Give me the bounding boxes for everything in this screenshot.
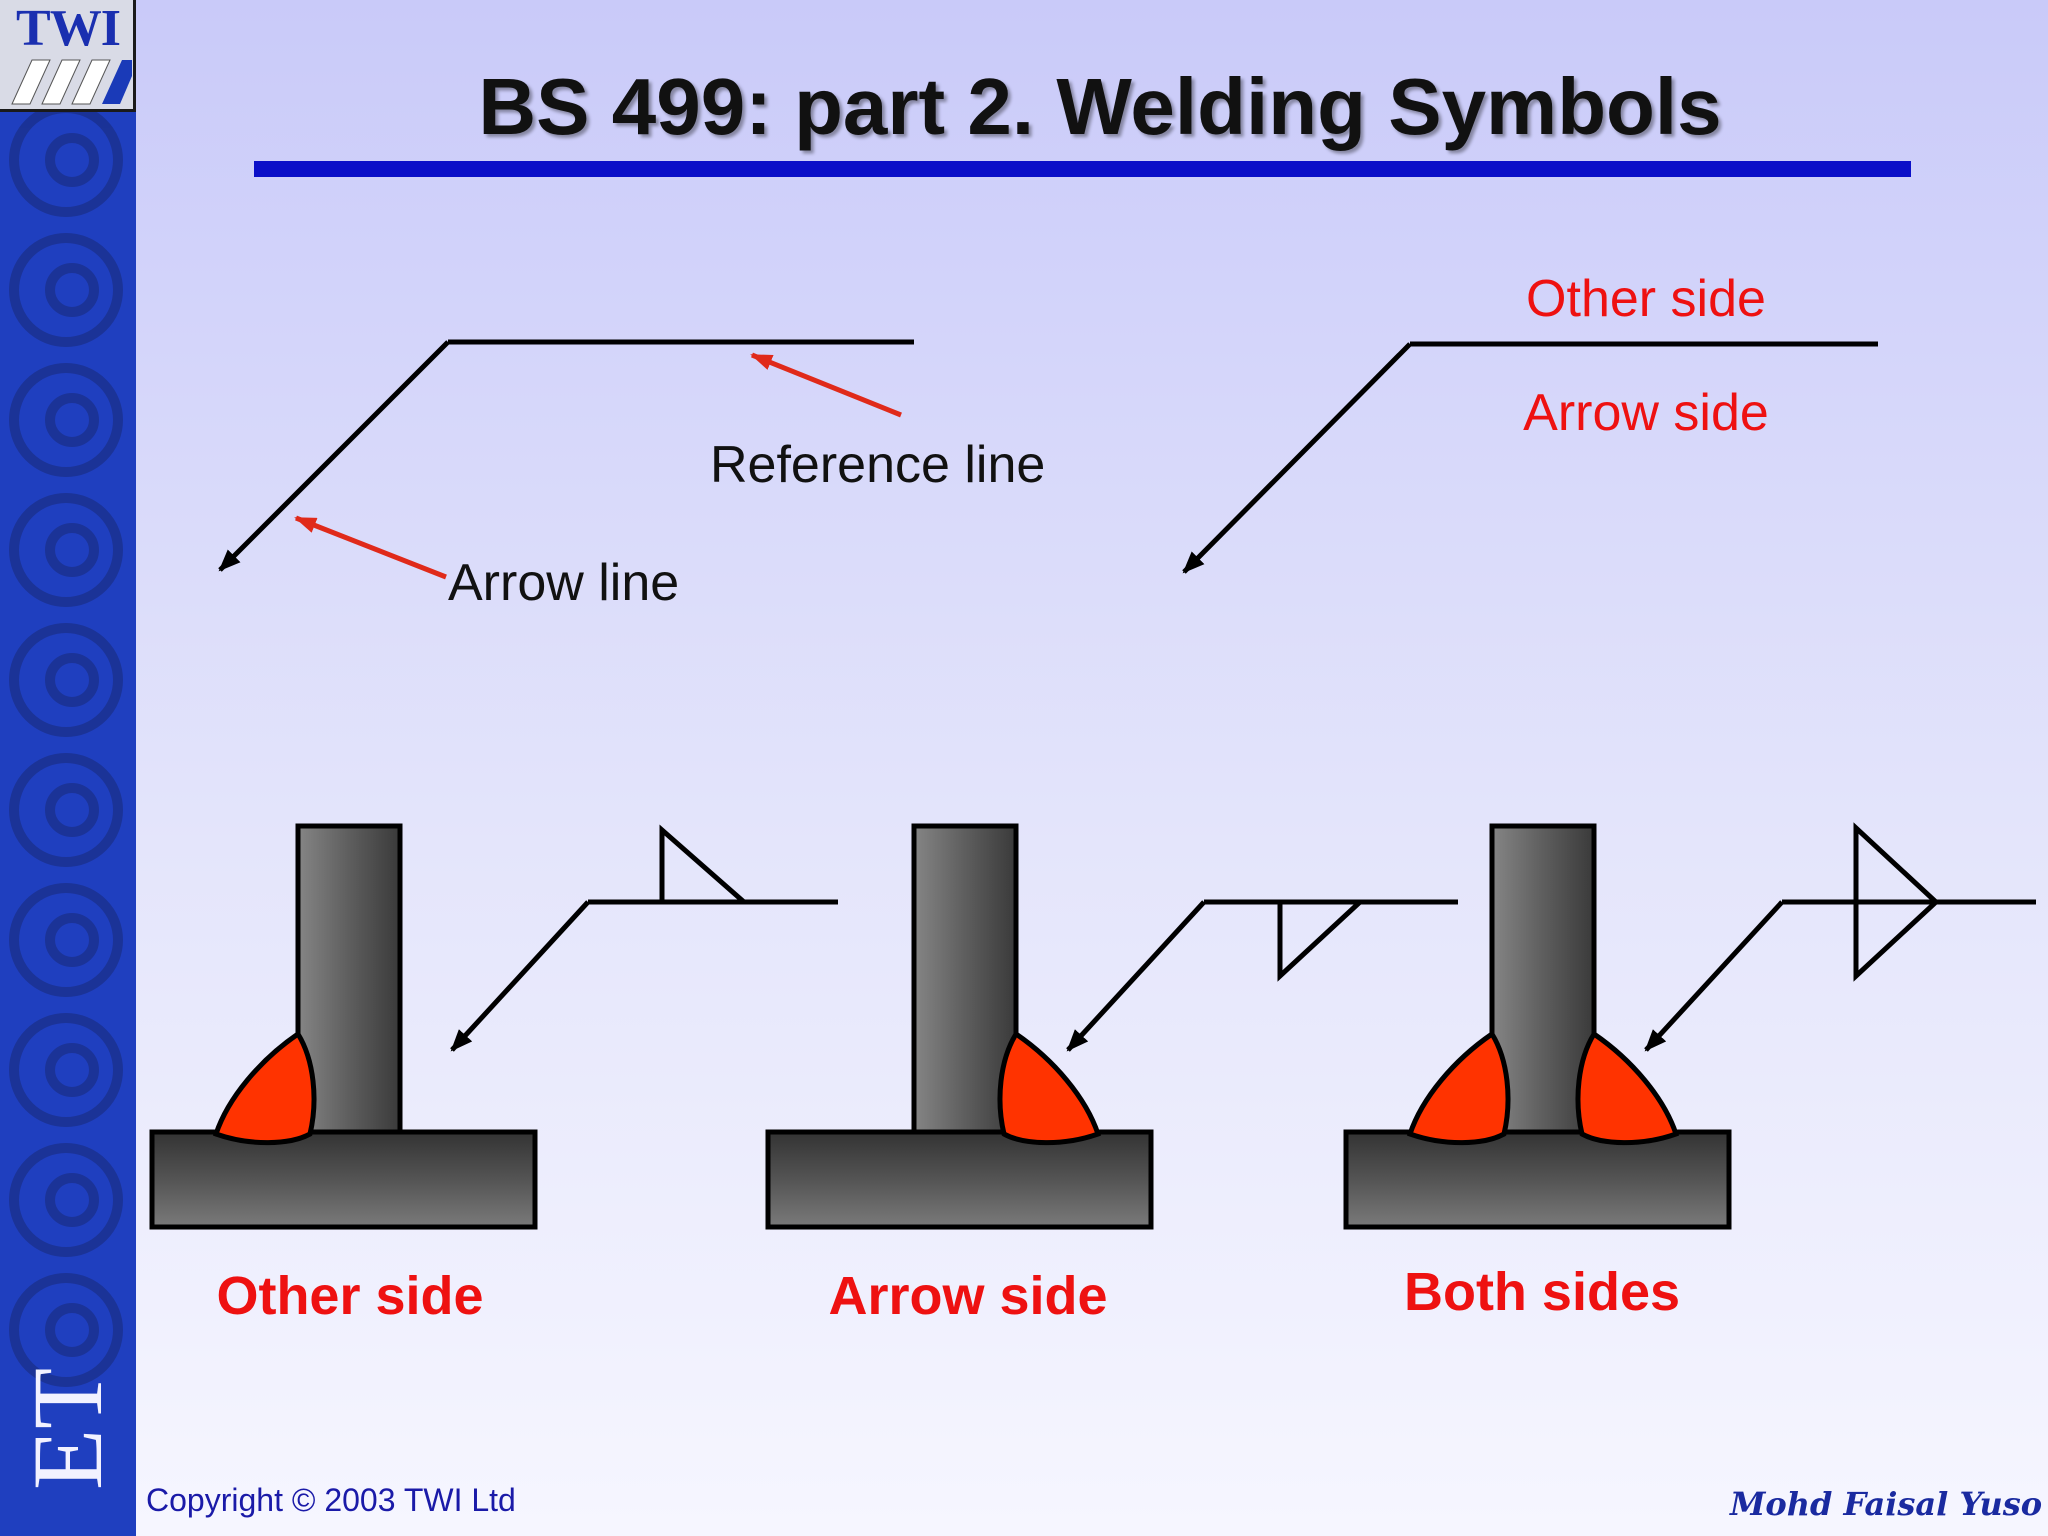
- side-convention-diagram: Other side Arrow side: [1182, 270, 1878, 574]
- arrow-side-label: Arrow side: [1523, 384, 1769, 442]
- fillet-symbol-both: [1853, 822, 1940, 982]
- fillet-weld-left: [1406, 1030, 1511, 1146]
- fillet-weld-arrow-side: [997, 1030, 1102, 1146]
- convention-arrow-line: [1182, 342, 1412, 574]
- base-plate: [765, 1129, 1154, 1230]
- other-side-label: Other side: [1526, 270, 1766, 328]
- fillet-weld-right: [1575, 1030, 1680, 1146]
- base-plate: [1343, 1129, 1732, 1230]
- fillet-weld-other-side: [212, 1030, 317, 1146]
- caption-arrow-side: Arrow side: [828, 1266, 1108, 1326]
- sidebar-pattern: [9, 103, 123, 1387]
- twi-logo: TWI: [0, 0, 136, 112]
- author-signature: Mohd Faisal Yuso: [1730, 1485, 2043, 1523]
- symbol-arrow-line: [1644, 900, 1784, 1052]
- logo-stripes-icon: [11, 59, 132, 105]
- both-sides-joint: [1343, 822, 2036, 1230]
- sidebar-strip: ET: [0, 0, 136, 1536]
- arrow-line-pointer: [294, 515, 447, 580]
- logo-text: TWI: [16, 0, 121, 57]
- slide-title: BS 499: part 2. Welding Symbols: [478, 62, 1722, 151]
- caption-other-side: Other side: [216, 1266, 484, 1326]
- title-underline: [254, 161, 1911, 177]
- arrow-side-joint: [765, 823, 1458, 1230]
- copyright-text: Copyright © 2003 TWI Ltd: [146, 1482, 516, 1518]
- base-plate: [149, 1129, 538, 1230]
- fillet-symbol-below: [1277, 900, 1362, 982]
- reference-line-label: Reference line: [710, 436, 1045, 494]
- fillet-symbol-above: [659, 824, 746, 904]
- reference-line-pointer: [750, 352, 902, 418]
- symbol-arrow-line: [450, 900, 590, 1052]
- other-side-joint: [149, 823, 838, 1230]
- symbol-arrow-line: [1066, 900, 1206, 1052]
- caption-both-sides: Both sides: [1403, 1262, 1681, 1322]
- arrow-line: [218, 340, 450, 572]
- basic-symbol-diagram: Reference line Arrow line: [218, 339, 1045, 612]
- arrow-line-label: Arrow line: [448, 554, 679, 612]
